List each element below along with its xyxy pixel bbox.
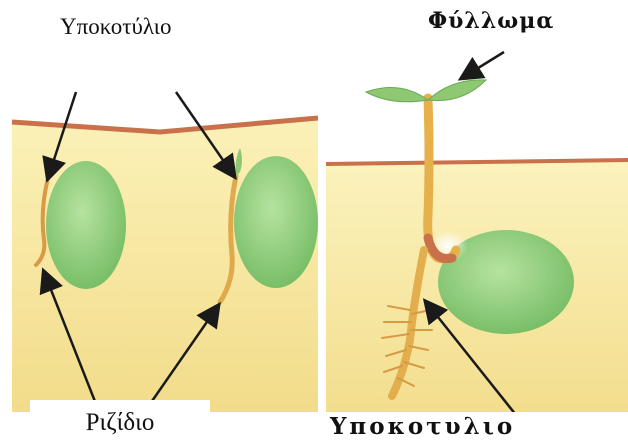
radicle-label: Ριζίδιο <box>30 400 210 442</box>
hypocotyl-label-right: Υποκοτυλιο <box>318 412 628 442</box>
left-panel <box>12 118 318 412</box>
hypocotyl-label-left: Υποκοτύλιο <box>60 14 172 40</box>
seed-left-1 <box>46 161 126 289</box>
arrow-leaves <box>462 52 504 78</box>
seed-left-2 <box>234 156 318 288</box>
panel-divider <box>318 0 326 412</box>
leaves-label: Φύλλωμα <box>428 8 554 34</box>
right-panel <box>326 80 628 412</box>
leaf-left <box>366 88 428 102</box>
leaf-right <box>428 80 486 101</box>
